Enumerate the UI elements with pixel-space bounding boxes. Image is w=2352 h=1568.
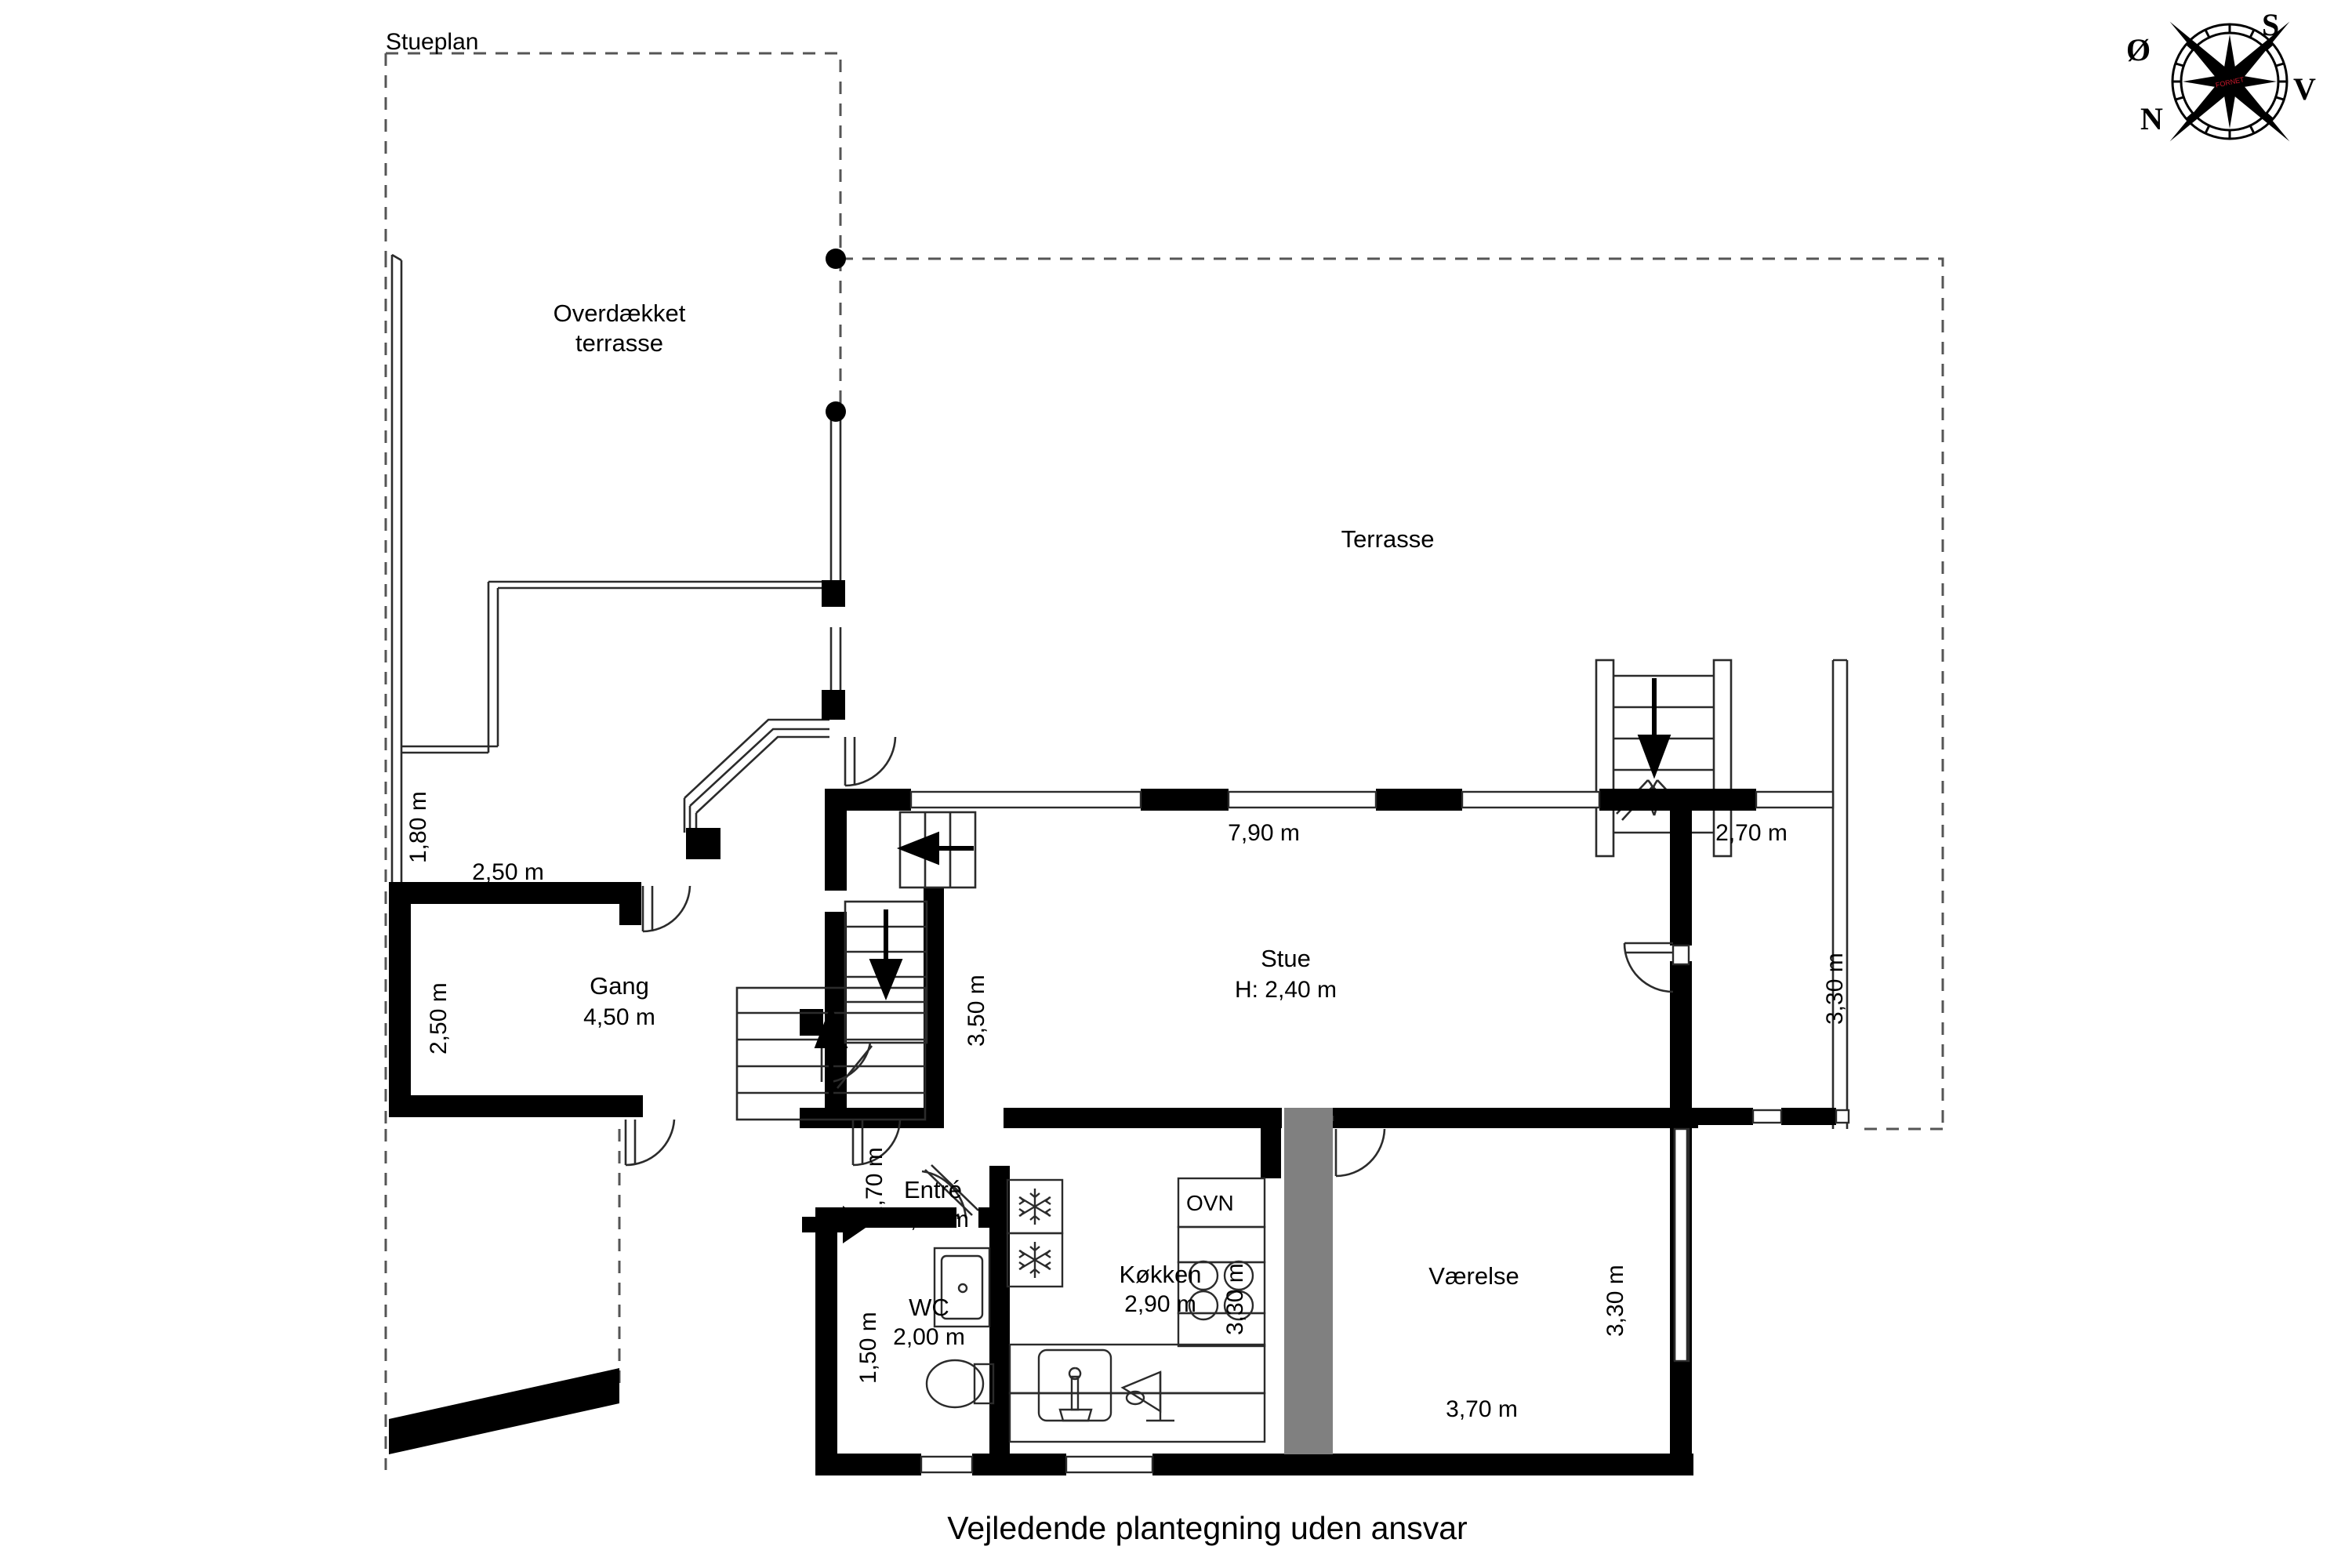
wc-door-jamb: [978, 1207, 994, 1228]
oven-label: OVN: [1186, 1191, 1234, 1215]
dimension-right-rail-330: 3,30 m: [1822, 953, 1848, 1025]
room-label-entre: Entré: [903, 1176, 963, 1203]
room-label-overdaekket-terrasse-line2: terrasse: [575, 329, 663, 357]
compass-rose: FORNET S Ø N V: [2126, 6, 2330, 218]
room-dimension-entre: 2,00 m: [897, 1207, 969, 1232]
page-title: Stueplan: [386, 29, 479, 55]
kitchen-fixtures: [1006, 1177, 1266, 1443]
compass-label-n: N: [2140, 101, 2163, 136]
stair-arrow-up-icon: [814, 1004, 848, 1105]
cooktop-icon: [1188, 1260, 1254, 1321]
room-label-stue: Stue: [1261, 945, 1311, 972]
chimney-column: [1284, 1108, 1333, 1454]
dashed-property-boundary: [384, 52, 1944, 1470]
stair-arrow-left-icon: [896, 831, 974, 866]
terrace-stair: [1595, 659, 1733, 858]
stair-arrow-down-terrace-icon: [1637, 678, 1671, 779]
stair-arrow-down-icon: [869, 909, 903, 1000]
disclaimer-caption: Vejledende plantegning uden ansvar: [947, 1510, 1468, 1546]
wc-fixtures: [925, 1247, 995, 1409]
snowflake-icon: [1018, 1189, 1051, 1278]
dimension-kitchen-330: 3,30 m: [1222, 1263, 1248, 1335]
room-label-vaerelse: Værelse: [1428, 1262, 1519, 1290]
dimension-gang-left-250: 2,50 m: [426, 982, 452, 1054]
compass-dial: FORNET: [2169, 21, 2290, 142]
dimension-wc-150: 1,50 m: [855, 1312, 881, 1384]
dimension-entre-170: 1,70 m: [862, 1147, 887, 1219]
dimension-terrace-door-270: 2,70 m: [1715, 820, 1788, 846]
room-dimension-kokken: 2,90 m: [1124, 1291, 1196, 1317]
room-dimension-wc: 2,00 m: [893, 1324, 965, 1350]
dimension-terrace-left-180: 1,80 m: [405, 791, 431, 863]
room-label-kokken: Køkken: [1119, 1261, 1202, 1288]
entrance-arrow-icon: [802, 1206, 870, 1243]
room-label-terrasse: Terrasse: [1341, 525, 1435, 553]
vaerelse-window: [1673, 1129, 1689, 1361]
dimension-stue-top-790: 7,90 m: [1228, 820, 1300, 846]
light-structure-lines: [390, 253, 842, 884]
room-label-overdaekket-terrasse-line1: Overdækket: [553, 299, 686, 327]
compass-label-v: V: [2293, 71, 2316, 107]
windows: [909, 790, 1850, 1474]
dimension-vaerelse-330: 3,30 m: [1602, 1265, 1628, 1337]
compass-label-s: S: [2262, 7, 2280, 42]
room-dimension-stue: H: 2,40 m: [1234, 977, 1338, 1003]
boundary-nodes: [826, 249, 846, 422]
room-label-gang: Gang: [590, 972, 649, 1000]
room-dimension-gang: 4,50 m: [583, 1004, 655, 1030]
dimension-gang-top-250: 2,50 m: [472, 859, 544, 885]
dimension-vaerelse-370: 3,70 m: [1446, 1396, 1518, 1422]
dimension-stair-350: 3,50 m: [964, 975, 989, 1047]
compass-label-oe: Ø: [2126, 32, 2151, 67]
room-label-wc: WC: [909, 1294, 949, 1321]
right-terrace-rail: [1831, 659, 1849, 1129]
